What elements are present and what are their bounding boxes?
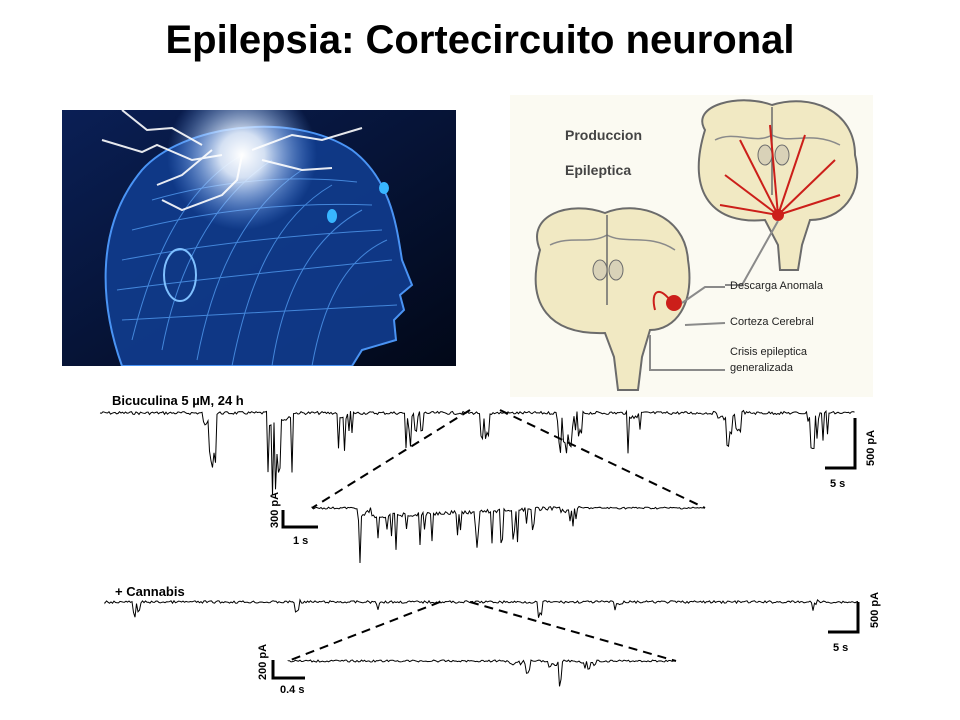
cannabis-trace: [104, 598, 859, 618]
zoom-indicator-top: [311, 409, 706, 509]
scale-zoom-top-current: 300 pA: [269, 492, 281, 528]
scale-zoom-top-time: 1 s: [293, 535, 308, 547]
upper-brain-section: [697, 99, 859, 271]
scale-bar-zoom-top: 1 s 300 pA: [269, 492, 318, 547]
scale-bottom-time: 5 s: [833, 642, 848, 654]
scale-bar-zoom-bottom: 0.4 s 200 pA: [257, 644, 305, 696]
bicuculline-zoom-trace: [311, 505, 706, 564]
epileptic-brain-diagram: Produccion Epileptica: [510, 95, 873, 397]
scale-bar-bottom: 5 s 500 pA: [828, 592, 881, 654]
cannabis-label: + Cannabis: [115, 584, 185, 599]
scale-bottom-current: 500 pA: [869, 592, 881, 628]
bicuculline-label: Bicuculina 5 µM, 24 h: [112, 393, 244, 408]
brain-heading-1: Produccion: [565, 127, 642, 143]
wireframe-head-illustration: [62, 110, 456, 366]
page-title: Epilepsia: Cortecircuito neuronal: [165, 18, 795, 62]
electrophysiology-traces: Bicuculina 5 µM, 24 h + Cannabis 5 s 500…: [99, 393, 881, 696]
brain-heading-2: Epileptica: [565, 162, 631, 178]
scale-top-time: 5 s: [830, 478, 845, 490]
cannabis-zoom-trace: [287, 659, 676, 687]
callout-seizure-1: Crisis epileptica: [730, 346, 808, 358]
scale-bar-top: 5 s 500 pA: [825, 418, 877, 490]
bicuculline-trace: [99, 409, 855, 496]
callout-abnormal-discharge: Descarga Anomala: [730, 280, 824, 292]
callout-cerebral-cortex: Corteza Cerebral: [730, 316, 814, 328]
scale-zoom-bottom-current: 200 pA: [257, 644, 269, 680]
zoom-indicator-bottom: [287, 601, 677, 662]
scale-top-current: 500 pA: [865, 430, 877, 466]
callout-seizure-2: generalizada: [730, 362, 794, 374]
head-graphic: [62, 110, 456, 366]
scale-zoom-bottom-time: 0.4 s: [280, 684, 304, 696]
lower-brain-section: [534, 207, 691, 391]
brain-graphic: Produccion Epileptica: [510, 95, 873, 397]
